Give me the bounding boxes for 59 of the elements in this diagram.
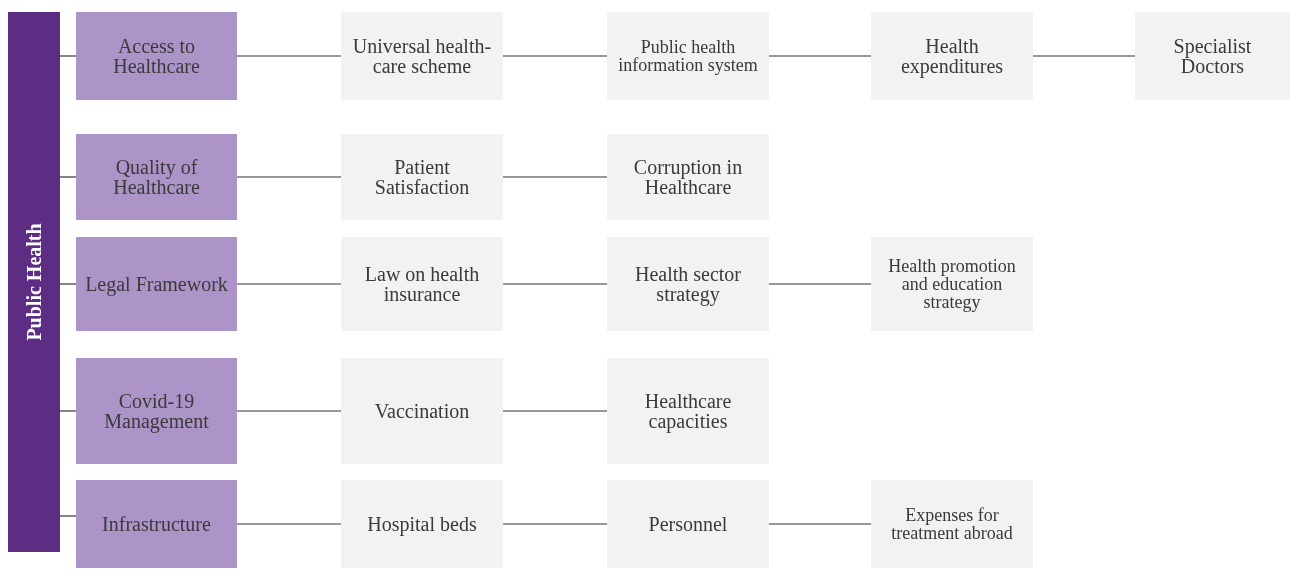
connector-line	[502, 176, 608, 178]
item-box	[341, 12, 503, 100]
item-box	[607, 480, 769, 568]
connector-line	[236, 283, 342, 285]
connector-line	[59, 283, 77, 285]
box-label: Health sector strategy	[633, 264, 743, 304]
box-label: Legal Framework	[85, 274, 228, 294]
item-box	[871, 12, 1033, 100]
box-label: Quality of Healthcare	[112, 157, 201, 197]
box-label: Hospital beds	[367, 514, 477, 534]
connector-line	[768, 283, 872, 285]
category-box	[76, 480, 237, 568]
connector-line	[236, 523, 342, 525]
connector-line	[59, 176, 77, 178]
item-box	[607, 12, 769, 100]
box-label: Personnel	[648, 514, 728, 534]
connector-line	[236, 410, 342, 412]
item-box	[607, 237, 769, 331]
connector-line	[1032, 55, 1136, 57]
connector-line	[502, 283, 608, 285]
connector-line	[59, 55, 77, 57]
box-label: Expenses for treatment abroad	[890, 506, 1014, 542]
category-box	[76, 237, 237, 331]
category-box	[76, 134, 237, 220]
category-box	[76, 12, 237, 100]
box-label: Patient Satisfaction	[373, 157, 471, 197]
box-label: Corruption in Healthcare	[632, 157, 744, 197]
box-label: Covid-19 Management	[103, 391, 210, 431]
box-label: Healthcare capacities	[643, 391, 733, 431]
item-box	[607, 358, 769, 464]
box-label: Vaccination	[374, 401, 470, 421]
box-label: Universal health-care scheme	[351, 36, 493, 76]
title-text: Public Health	[24, 223, 44, 341]
connector-line	[236, 176, 342, 178]
connector-line	[236, 55, 342, 57]
connector-line	[59, 515, 77, 517]
box-label: Public health information system	[617, 38, 759, 74]
connector-line	[768, 55, 872, 57]
connector-line	[502, 410, 608, 412]
connector-line	[502, 55, 608, 57]
box-label: Law on health insurance	[363, 264, 481, 304]
connector-line	[502, 523, 608, 525]
item-box	[871, 480, 1033, 568]
category-box	[76, 358, 237, 464]
box-label: Specialist Doctors	[1172, 36, 1253, 76]
box-label: Health promotion and education strategy	[887, 257, 1017, 311]
item-box	[1135, 12, 1290, 100]
item-box	[607, 134, 769, 220]
connector-line	[59, 410, 77, 412]
title-bar	[8, 12, 60, 552]
item-box	[341, 134, 503, 220]
box-label: Access to Healthcare	[112, 36, 201, 76]
item-box	[341, 358, 503, 464]
item-box	[871, 237, 1033, 331]
box-label: Health expenditures	[899, 36, 1005, 76]
item-box	[341, 480, 503, 568]
box-label: Infrastructure	[102, 514, 211, 534]
item-box	[341, 237, 503, 331]
connector-line	[768, 523, 872, 525]
